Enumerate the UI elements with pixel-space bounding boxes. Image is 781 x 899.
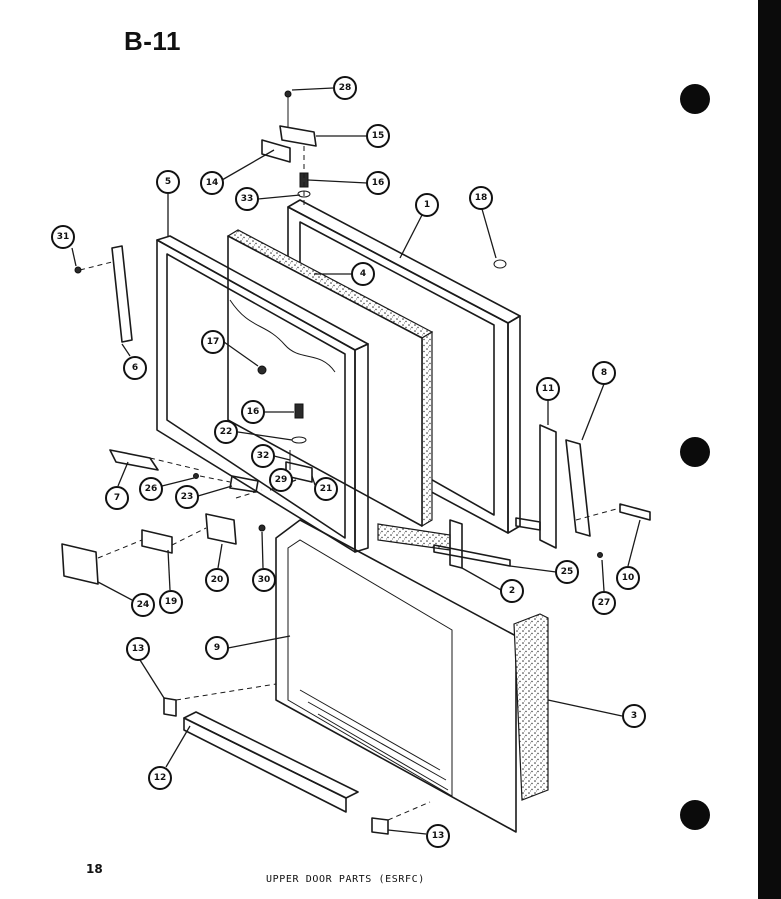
svg-text:16: 16	[372, 178, 385, 188]
callout-balloon: 33	[235, 187, 259, 211]
callout-balloon: 1	[415, 193, 439, 217]
part-cap	[493, 259, 507, 269]
svg-text:25: 25	[561, 567, 574, 577]
callout-balloon: 22	[214, 420, 238, 444]
callout-balloon: 20	[205, 568, 229, 592]
svg-text:19: 19	[165, 597, 178, 607]
svg-text:8: 8	[601, 368, 607, 378]
svg-text:4: 4	[360, 269, 366, 279]
callout-balloon: 30	[252, 568, 276, 592]
callout-balloon: 14	[200, 171, 224, 195]
binder-hole	[680, 84, 710, 114]
svg-text:7: 7	[114, 493, 120, 503]
part-side-strip	[74, 245, 133, 343]
part-insulation-panel	[226, 229, 434, 528]
svg-text:2: 2	[509, 586, 515, 596]
callout-balloon: 6	[123, 356, 147, 380]
svg-text:23: 23	[181, 492, 194, 502]
svg-text:12: 12	[154, 773, 167, 783]
svg-text:11: 11	[542, 384, 555, 394]
callout-balloon: 5	[156, 170, 180, 194]
callout-balloon: 12	[148, 766, 172, 790]
binder-hole	[680, 437, 710, 467]
part-top-hinge	[261, 90, 317, 205]
svg-text:9: 9	[214, 643, 220, 653]
callout-balloon: 25	[555, 560, 579, 584]
svg-text:31: 31	[57, 232, 70, 242]
svg-text:30: 30	[258, 575, 271, 585]
callout-balloon: 2	[500, 579, 524, 603]
part-bottom-hinge	[61, 513, 266, 585]
svg-text:13: 13	[132, 644, 145, 654]
callout-balloon: 11	[536, 377, 560, 401]
callout-balloon: 16	[241, 400, 265, 424]
svg-text:21: 21	[320, 484, 333, 494]
callout-balloon: 9	[205, 636, 229, 660]
callout-balloon: 7	[105, 486, 129, 510]
part-lower-trim	[109, 449, 201, 471]
callout-balloon: 31	[51, 225, 75, 249]
callout-balloon: 23	[175, 485, 199, 509]
part-gasket-frame	[156, 235, 369, 553]
callout-balloon: 27	[592, 591, 616, 615]
binder-edge-bar	[758, 0, 781, 899]
callout-balloon: 13	[126, 637, 150, 661]
svg-text:22: 22	[220, 427, 233, 437]
callout-leaders	[71, 87, 641, 835]
svg-text:1: 1	[424, 200, 430, 210]
svg-text:17: 17	[207, 337, 220, 347]
callout-balloon: 15	[366, 124, 390, 148]
svg-text:20: 20	[211, 575, 224, 585]
svg-text:5: 5	[165, 177, 171, 187]
part-outer-door-panel	[275, 519, 517, 833]
svg-text:15: 15	[372, 131, 385, 141]
callout-balloon: 28	[333, 76, 357, 100]
callout-balloon: 17	[201, 330, 225, 354]
callout-balloon: 4	[351, 262, 375, 286]
svg-text:10: 10	[622, 573, 635, 583]
part-corner-clips	[163, 683, 431, 835]
part-side-brackets	[515, 424, 651, 558]
svg-text:3: 3	[631, 711, 637, 721]
svg-text:26: 26	[145, 484, 158, 494]
callout-balloon: 26	[139, 477, 163, 501]
callout-balloon: 18	[469, 186, 493, 210]
svg-text:18: 18	[475, 193, 488, 203]
svg-text:27: 27	[598, 598, 611, 608]
svg-text:14: 14	[206, 178, 219, 188]
svg-text:28: 28	[339, 83, 352, 93]
svg-text:13: 13	[432, 831, 445, 841]
part-bottom-rail	[183, 711, 359, 813]
callout-balloon: 16	[366, 171, 390, 195]
callout-balloon: 29	[269, 468, 293, 492]
callout-balloon: 24	[131, 593, 155, 617]
binder-hole	[680, 800, 710, 830]
svg-text:32: 32	[257, 451, 270, 461]
svg-text:29: 29	[275, 475, 288, 485]
callout-balloon: 32	[251, 444, 275, 468]
svg-text:33: 33	[241, 194, 254, 204]
callout-balloon: 13	[426, 824, 450, 848]
part-edge-trim	[513, 613, 549, 801]
svg-text:24: 24	[137, 600, 150, 610]
callout-balloon: 21	[314, 477, 338, 501]
callout-balloon: 8	[592, 361, 616, 385]
callout-balloon: 3	[622, 704, 646, 728]
callout-balloon: 10	[616, 566, 640, 590]
callout-balloon: 19	[159, 590, 183, 614]
part-bottom-bracket	[377, 519, 511, 569]
diagram-caption: UPPER DOOR PARTS (ESRFC)	[266, 874, 425, 885]
page-number: 18	[86, 862, 103, 876]
svg-text:16: 16	[247, 407, 260, 417]
svg-text:6: 6	[132, 363, 138, 373]
page-title: B-11	[124, 26, 181, 56]
